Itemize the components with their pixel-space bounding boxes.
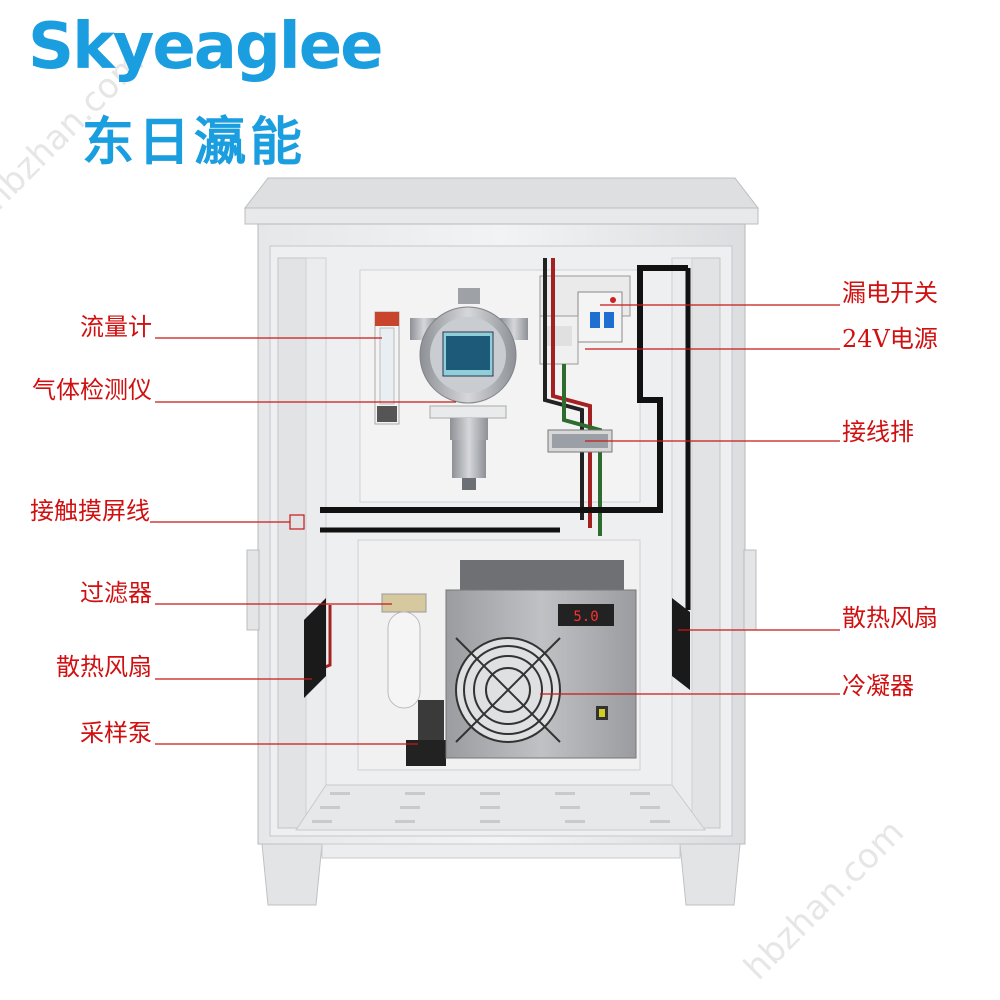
label-sampling-pump: 采样泵 xyxy=(80,719,152,747)
leader-lines xyxy=(150,304,840,745)
label-touchscreen-wire: 接触摸屏线 xyxy=(30,497,150,525)
terminal-block xyxy=(547,429,613,453)
label-fan-left: 散热风扇 xyxy=(56,653,152,681)
brand-logo: Skyeaglee xyxy=(28,10,384,84)
label-terminal-block: 接线排 xyxy=(842,418,914,446)
wiring xyxy=(317,258,691,672)
label-condenser: 冷凝器 xyxy=(842,672,914,700)
label-flowmeter: 流量计 xyxy=(80,313,152,341)
label-power-24v: 24V电源 xyxy=(842,325,938,353)
cooling-fan-left xyxy=(304,598,326,698)
label-gas-detector: 气体检测仪 xyxy=(32,376,152,404)
floor-vents xyxy=(312,792,670,823)
label-filter: 过滤器 xyxy=(80,579,152,607)
brand-logo-chinese: 东日瀛能 xyxy=(82,113,307,173)
gas-detector xyxy=(410,288,528,490)
filter xyxy=(381,593,427,709)
cabinet-roof xyxy=(243,177,760,225)
condenser: 5.0 xyxy=(445,560,637,759)
label-leakage-switch: 漏电开关 xyxy=(842,279,938,307)
flowmeter xyxy=(374,311,400,425)
condenser-display: 5.0 xyxy=(573,609,598,625)
cooling-fan-right xyxy=(672,598,690,690)
label-fan-right: 散热风扇 xyxy=(842,604,938,632)
